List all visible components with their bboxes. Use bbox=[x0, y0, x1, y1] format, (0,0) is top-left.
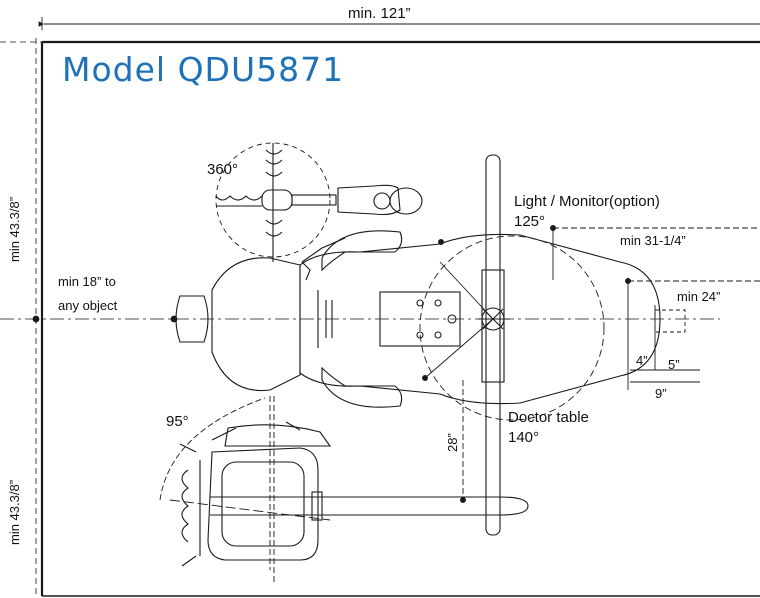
foot-5-label: 5” bbox=[668, 357, 680, 372]
left-lower-label: min 43.3/8” bbox=[7, 479, 22, 545]
dimension-top-width bbox=[38, 17, 760, 30]
foot-4-label: 4” bbox=[636, 353, 648, 368]
assistant-arm bbox=[215, 142, 423, 281]
cuspidor-angle-label: 95° bbox=[166, 413, 189, 430]
dimension-guides bbox=[159, 225, 760, 583]
room-boundary bbox=[0, 38, 760, 598]
instrument-tray bbox=[179, 421, 332, 567]
light-reach-label: min 31-1/4” bbox=[620, 233, 686, 248]
doctor-table-arm bbox=[210, 491, 529, 521]
head-clearance-line2: any object bbox=[58, 298, 118, 313]
light-monitor-label: Light / Monitor(option) bbox=[514, 193, 660, 210]
foot-clearance-label: min 24” bbox=[677, 289, 721, 304]
doctor-table-label: Doctor table bbox=[508, 409, 589, 426]
headrest bbox=[175, 257, 301, 392]
doctor-table-angle-label: 140° bbox=[508, 429, 540, 446]
armrests bbox=[321, 230, 403, 408]
center-line bbox=[0, 315, 720, 323]
head-clearance-line1: min 18” to bbox=[58, 274, 116, 289]
foot-9-label: 9” bbox=[655, 386, 667, 401]
light-angle-label: 125° bbox=[514, 213, 546, 230]
light-pole bbox=[478, 154, 510, 536]
top-width-label: min. 121” bbox=[348, 5, 411, 22]
model-title: Model QDU5871 bbox=[62, 50, 345, 89]
table-height-label: 28” bbox=[445, 433, 460, 452]
rotation-360-label: 360° bbox=[207, 161, 239, 178]
left-upper-label: min 43.3/8” bbox=[7, 196, 22, 262]
